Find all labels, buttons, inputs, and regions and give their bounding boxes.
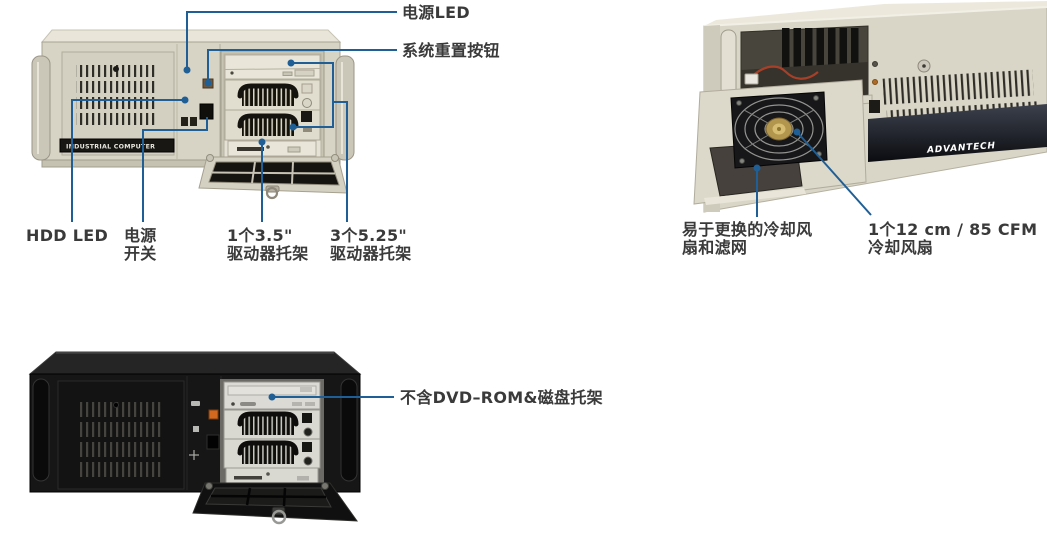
cooling-fan-photo: ADVANTECH (693, 1, 1047, 213)
emblem-sticker (302, 98, 312, 108)
callout-bay-3-5 (258, 138, 266, 222)
label-bay-3-5: 1个3.5" 驱动器托架 (227, 226, 309, 263)
usb-port-right (190, 117, 197, 126)
door-edge (704, 188, 806, 205)
label-reset-button: 系统重置按钮 (402, 41, 500, 60)
label-no-dvd: 不含DVD–ROM&磁盘托架 (400, 388, 603, 407)
left-rack-handle (32, 378, 50, 482)
callout-power-switch (142, 117, 208, 222)
hdd-tray-2 (223, 438, 321, 469)
chassis-top-face (28, 351, 362, 375)
callouts (71, 11, 872, 401)
power-switch (199, 103, 214, 120)
door-handle (265, 186, 279, 200)
label-fan-spec: 1个12 cm / 85 CFM 冷却风扇 (868, 220, 1038, 257)
vent-grille (80, 402, 162, 477)
label-power-led: 电源LED (402, 3, 470, 22)
door-handle (271, 509, 287, 525)
cable-connector (744, 73, 759, 85)
indicator-icon-2 (193, 426, 199, 432)
brand-band (868, 104, 1047, 162)
filter-door-open (198, 154, 348, 200)
callout-dvd-bay (268, 393, 394, 401)
callout-cooling-fan (793, 128, 872, 216)
advantech-logo: ADVANTECH (926, 141, 996, 156)
panel-led-1 (872, 61, 878, 67)
label-power-switch: 电源 开关 (124, 226, 157, 263)
right-rack-handle (340, 378, 358, 482)
label-hdd-led: HDD LED (26, 226, 109, 245)
cooling-fan (730, 91, 828, 169)
left-rack-handle (720, 29, 737, 97)
callout-hdd-led (71, 96, 189, 222)
panel-led-2 (872, 79, 878, 85)
callout-bays-5-25 (287, 59, 348, 222)
floppy-bay (227, 140, 317, 157)
cd-rom-bay (224, 54, 321, 80)
power-button (208, 409, 219, 420)
floppy-bay (225, 467, 319, 485)
filter-door-open (192, 482, 359, 525)
hdd-tray-1 (223, 409, 321, 440)
chassis-top-face (40, 29, 342, 43)
usb-port-left (181, 117, 188, 126)
callout-power-led (183, 11, 397, 74)
hdd-tray-2 (224, 109, 321, 141)
label-bays-5-25: 3个5.25" 驱动器托架 (330, 226, 412, 263)
power-cable (746, 65, 819, 83)
indicator-icon-1 (191, 401, 200, 406)
label-fan-filter: 易于更换的冷却风 扇和滤网 (682, 220, 813, 257)
callout-reset-button (204, 49, 397, 87)
badge-label: INDUSTRIAL COMPUTER (66, 144, 155, 151)
black-chassis-photo (28, 351, 362, 525)
top-edge-highlight (703, 6, 1047, 27)
card-slot-covers (778, 28, 862, 68)
industrial-computer-badge: INDUSTRIAL COMPUTER (59, 138, 175, 153)
keyhole (922, 64, 926, 68)
chassis-top-face (704, 1, 1047, 26)
front-panel-photo: INDUSTRIAL COMPUTER (31, 29, 355, 200)
left-rack-handle (31, 55, 51, 161)
usb-icon (189, 450, 199, 460)
power-switch (206, 434, 220, 450)
callout-fan-filter (753, 164, 761, 217)
hdd-tray-1 (224, 79, 321, 111)
right-rack-handle (335, 55, 355, 161)
panel-switch (869, 100, 880, 113)
